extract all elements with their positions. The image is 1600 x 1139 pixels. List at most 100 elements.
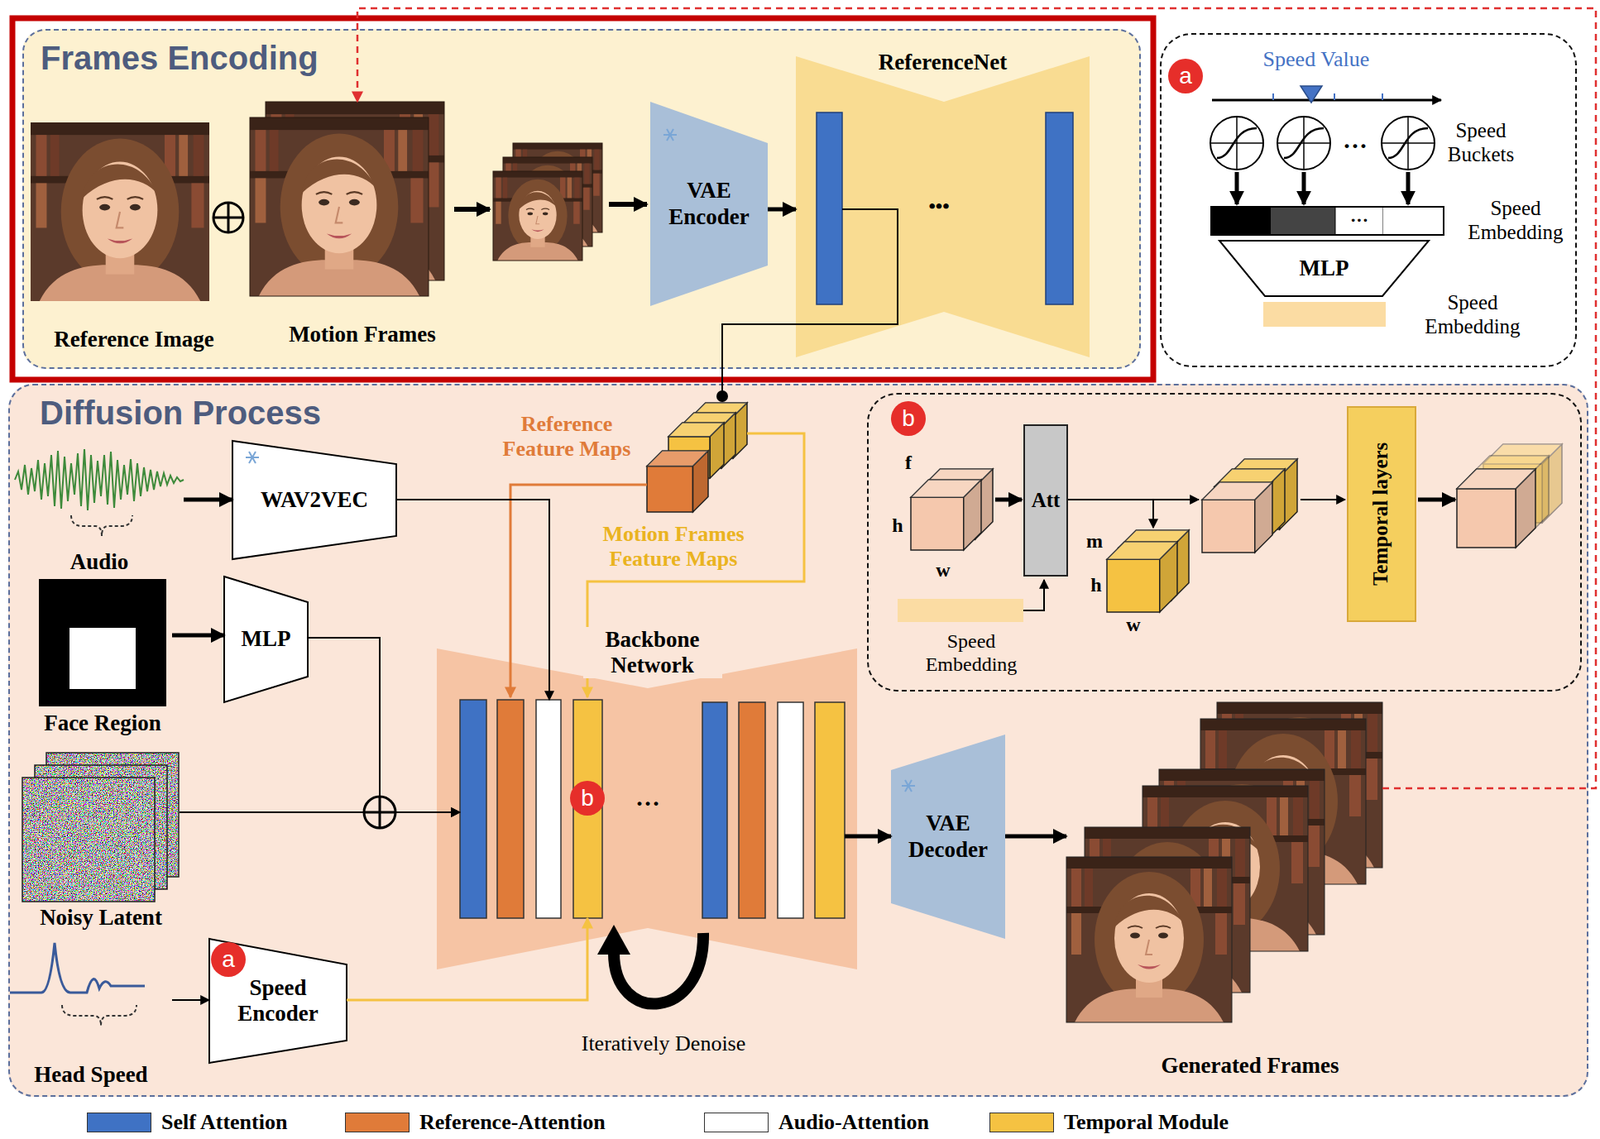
part-label: Speed Embedding xyxy=(1417,291,1529,340)
node-label: Backbone Network xyxy=(583,627,723,679)
speed-embedding xyxy=(897,598,1024,623)
frozen-icon xyxy=(901,780,915,792)
head-speed-curve xyxy=(9,943,145,1026)
attention-box: Att xyxy=(1023,424,1069,577)
wire xyxy=(1152,499,1155,528)
label-anchor: ••• xyxy=(690,82,1188,331)
callout-letter: b xyxy=(891,401,926,436)
input-node: Face Region xyxy=(33,579,173,737)
connector xyxy=(357,8,1596,789)
dimension-label: m xyxy=(1086,530,1103,554)
outline-shape xyxy=(209,938,347,1064)
outline-shape xyxy=(224,576,308,703)
input-cube xyxy=(910,469,993,551)
ellipsis: ··· xyxy=(1350,209,1369,230)
speed-axis xyxy=(1211,86,1442,103)
sum-symbol xyxy=(364,796,396,829)
loop-label: Iteratively Denoise xyxy=(581,1031,747,1057)
image-node: Motion Frames xyxy=(249,101,475,348)
node-label: Noisy Latent xyxy=(39,905,163,931)
connector xyxy=(183,498,233,503)
thick-arrow xyxy=(454,206,490,212)
label-anchor: h xyxy=(847,461,1345,710)
backbone-block: Backbone Network xyxy=(459,699,845,919)
label-anchor: Speed Embedding xyxy=(1267,96,1600,345)
feature-maps xyxy=(646,402,748,513)
junction-dot xyxy=(716,390,729,403)
label-anchor: w xyxy=(885,501,1382,750)
connector xyxy=(396,499,550,700)
dimension-label: h xyxy=(891,514,903,538)
label-anchor: Speed Buckets xyxy=(1232,19,1600,268)
node-label: Motion Frames xyxy=(288,321,436,348)
thick-arrow xyxy=(608,201,647,207)
thick-arrow xyxy=(995,498,1022,503)
face-mask xyxy=(38,579,167,707)
self-attention-bar xyxy=(1045,112,1074,305)
encoder-block: WAV2VEC xyxy=(232,440,397,560)
axis-label: Speed Value xyxy=(1263,47,1371,72)
connector xyxy=(307,637,460,813)
backbone-bars xyxy=(459,699,845,919)
panel: Frames EncodingReference ImageMotion Fra… xyxy=(22,28,1141,369)
label-anchor: Speed Embedding xyxy=(1224,191,1600,440)
connector xyxy=(346,918,588,1001)
legend-text: Self Attention xyxy=(161,1110,288,1136)
network-block: ReferenceNet xyxy=(795,56,1090,358)
node-label: MLP xyxy=(1299,255,1350,282)
node-label: VAE Decoder xyxy=(898,810,998,863)
node-label: Generated Frames xyxy=(1160,1053,1339,1079)
node-label: Speed Encoder xyxy=(228,975,328,1027)
temporal-box: Temporal layers xyxy=(1346,406,1417,623)
reference-face xyxy=(30,122,210,302)
encoder-block: Speed Encoder xyxy=(209,938,347,1064)
node-label: Audio xyxy=(70,549,130,575)
node-label: ReferenceNet xyxy=(875,49,1011,76)
connector xyxy=(844,834,892,839)
node-label: Face Region xyxy=(43,710,162,737)
node-label: WAV2VEC xyxy=(260,487,369,513)
legend-item: Self Attention xyxy=(86,1110,288,1136)
audio-wave xyxy=(14,449,184,537)
label-anchor: h xyxy=(649,402,1146,651)
node-label: Temporal layers xyxy=(1370,442,1395,586)
detail-panel: aMLP xyxy=(1159,33,1577,368)
label-anchor: w xyxy=(694,446,1192,695)
input-node: Head Speed xyxy=(9,938,173,1088)
reference-wire xyxy=(510,484,647,698)
feature-wire xyxy=(722,209,898,396)
ellipsis: ••• xyxy=(928,195,949,219)
motion-wire xyxy=(587,433,805,698)
label-anchor: Iteratively Denoise xyxy=(415,919,912,1139)
label-anchor: Speed Value xyxy=(1068,0,1565,184)
part-label: Speed Embedding xyxy=(909,630,1034,676)
legend-swatch xyxy=(989,1112,1054,1133)
concat-cube xyxy=(1202,459,1298,553)
callout-letter: a xyxy=(1168,58,1203,94)
wire xyxy=(1023,579,1045,611)
input-node: Noisy Latent xyxy=(22,752,180,931)
label-anchor: a xyxy=(0,835,477,1084)
motion-cube xyxy=(1106,530,1189,613)
label-anchor: ··· xyxy=(1111,95,1600,345)
callout-letter: b xyxy=(570,780,605,816)
part-label: Speed Embedding xyxy=(1460,196,1572,245)
label-anchor: b xyxy=(339,674,836,923)
node-outline xyxy=(436,648,858,970)
input-node: Audio xyxy=(14,449,184,575)
outline-shape xyxy=(891,734,1006,939)
outline-shape xyxy=(1219,240,1429,297)
panel-title: Diffusion Process xyxy=(39,393,321,432)
legend-swatch xyxy=(704,1112,769,1133)
output-node: Generated Frames xyxy=(1066,702,1383,1079)
legend-text: Reference-Attention xyxy=(419,1110,606,1136)
sum-symbol xyxy=(213,202,244,233)
embedding-output xyxy=(1263,301,1386,327)
node-label: VAE Encoder xyxy=(659,177,759,230)
mlp-block: MLP xyxy=(1219,240,1429,297)
detail-panel: bAtt Temporal layers xyxy=(867,392,1582,692)
node-label: MLP xyxy=(241,626,292,652)
speed-embedding-bar xyxy=(1211,206,1444,235)
